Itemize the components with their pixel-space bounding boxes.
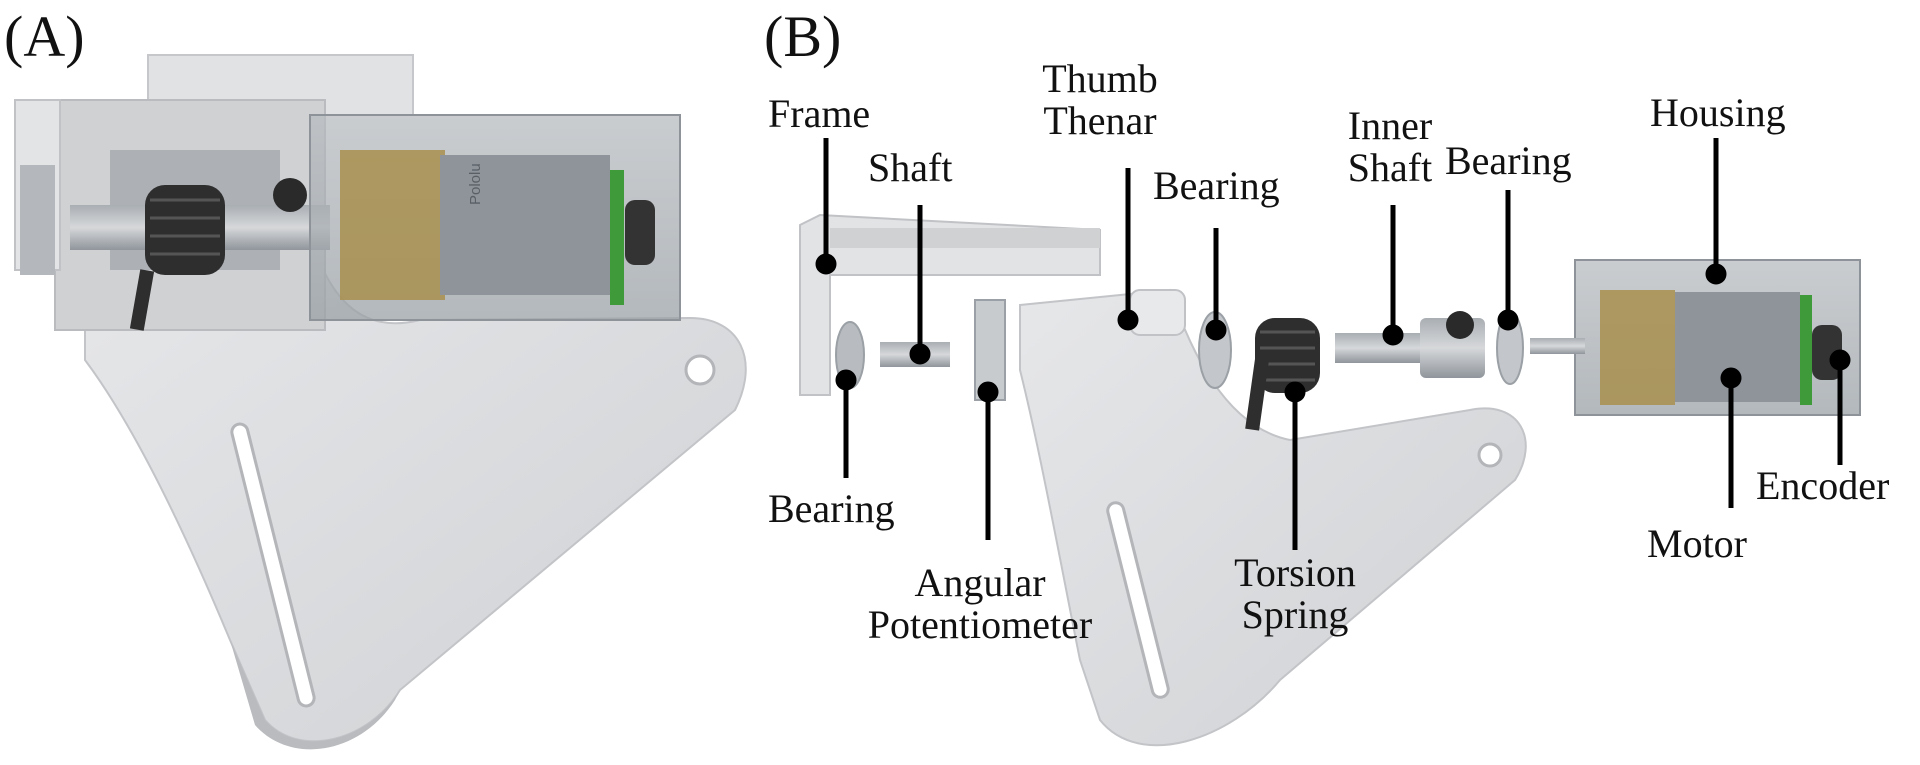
slot-a [230, 422, 316, 708]
slot-b [1106, 501, 1170, 699]
panel-a-assembled: Pololu [14, 54, 747, 750]
label-bearing-top-left: Bearing [1153, 163, 1280, 208]
encoder-cap-a [625, 200, 655, 265]
label-housing: Housing [1650, 90, 1786, 135]
label-angular-potentiometer-line1: Angular [914, 560, 1046, 605]
label-torsion-spring: Torsion Spring [1220, 552, 1370, 636]
leader-shaft [909, 205, 931, 365]
encoder-a [610, 170, 624, 305]
label-encoder: Encoder [1756, 463, 1890, 508]
leader-bearing-mid [1205, 228, 1227, 341]
label-shaft: Shaft [868, 145, 953, 190]
panel-label-b: (B) [764, 4, 842, 69]
label-torsion-spring-line2: Spring [1241, 592, 1349, 637]
thumb-thenar-hub-b [1129, 289, 1186, 336]
label-thumb-thenar-line2: Thenar [1043, 98, 1157, 143]
torsion-spring-b [1245, 318, 1320, 431]
motor-brand-a: Pololu [467, 163, 484, 205]
leader-frame [815, 138, 837, 275]
label-inner-shaft: Inner Shaft [1330, 105, 1450, 189]
set-screw-a [273, 178, 307, 212]
label-bearing-bottom: Bearing [768, 486, 895, 531]
label-thumb-thenar-line1: Thumb [1042, 56, 1158, 101]
inner-shaft-b [1335, 311, 1485, 378]
label-inner-shaft-line2: Shaft [1347, 145, 1433, 190]
label-torsion-spring-line1: Torsion [1234, 550, 1356, 595]
spring-a [129, 185, 225, 331]
gearbox-b [1600, 290, 1675, 405]
end-bearing-a [20, 165, 55, 275]
leader-lines [815, 138, 1851, 550]
leader-bearing-right [1497, 190, 1519, 331]
label-thumb-thenar: Thumb Thenar [1025, 58, 1175, 142]
leader-potentiometer [977, 381, 999, 540]
panel-b-exploded [799, 213, 1861, 747]
leader-bearing-bottom [835, 369, 857, 478]
panel-label-a: (A) [4, 4, 85, 69]
motor-can-a [440, 155, 610, 295]
label-motor: Motor [1647, 521, 1747, 566]
leader-inner-shaft [1382, 205, 1404, 346]
label-angular-potentiometer: Angular Potentiometer [830, 562, 1130, 646]
mount-hole-a [684, 354, 716, 386]
label-bearing-top-right: Bearing [1445, 138, 1572, 183]
thumb-thenar-plate-a [84, 249, 747, 743]
label-inner-shaft-line1: Inner [1347, 103, 1433, 148]
leader-torsion-spring [1284, 381, 1306, 550]
encoder-b [1800, 295, 1812, 405]
leader-housing [1705, 138, 1727, 285]
frame-top-b [830, 228, 1100, 248]
leader-motor [1720, 367, 1742, 508]
motor-shaft-b [1530, 338, 1585, 354]
leader-thumb-thenar [1117, 168, 1139, 331]
label-frame: Frame [768, 91, 871, 136]
gearbox-a [340, 150, 445, 300]
label-angular-potentiometer-line2: Potentiometer [867, 602, 1093, 647]
leader-encoder [1829, 349, 1851, 465]
mount-hole-b [1477, 442, 1503, 468]
